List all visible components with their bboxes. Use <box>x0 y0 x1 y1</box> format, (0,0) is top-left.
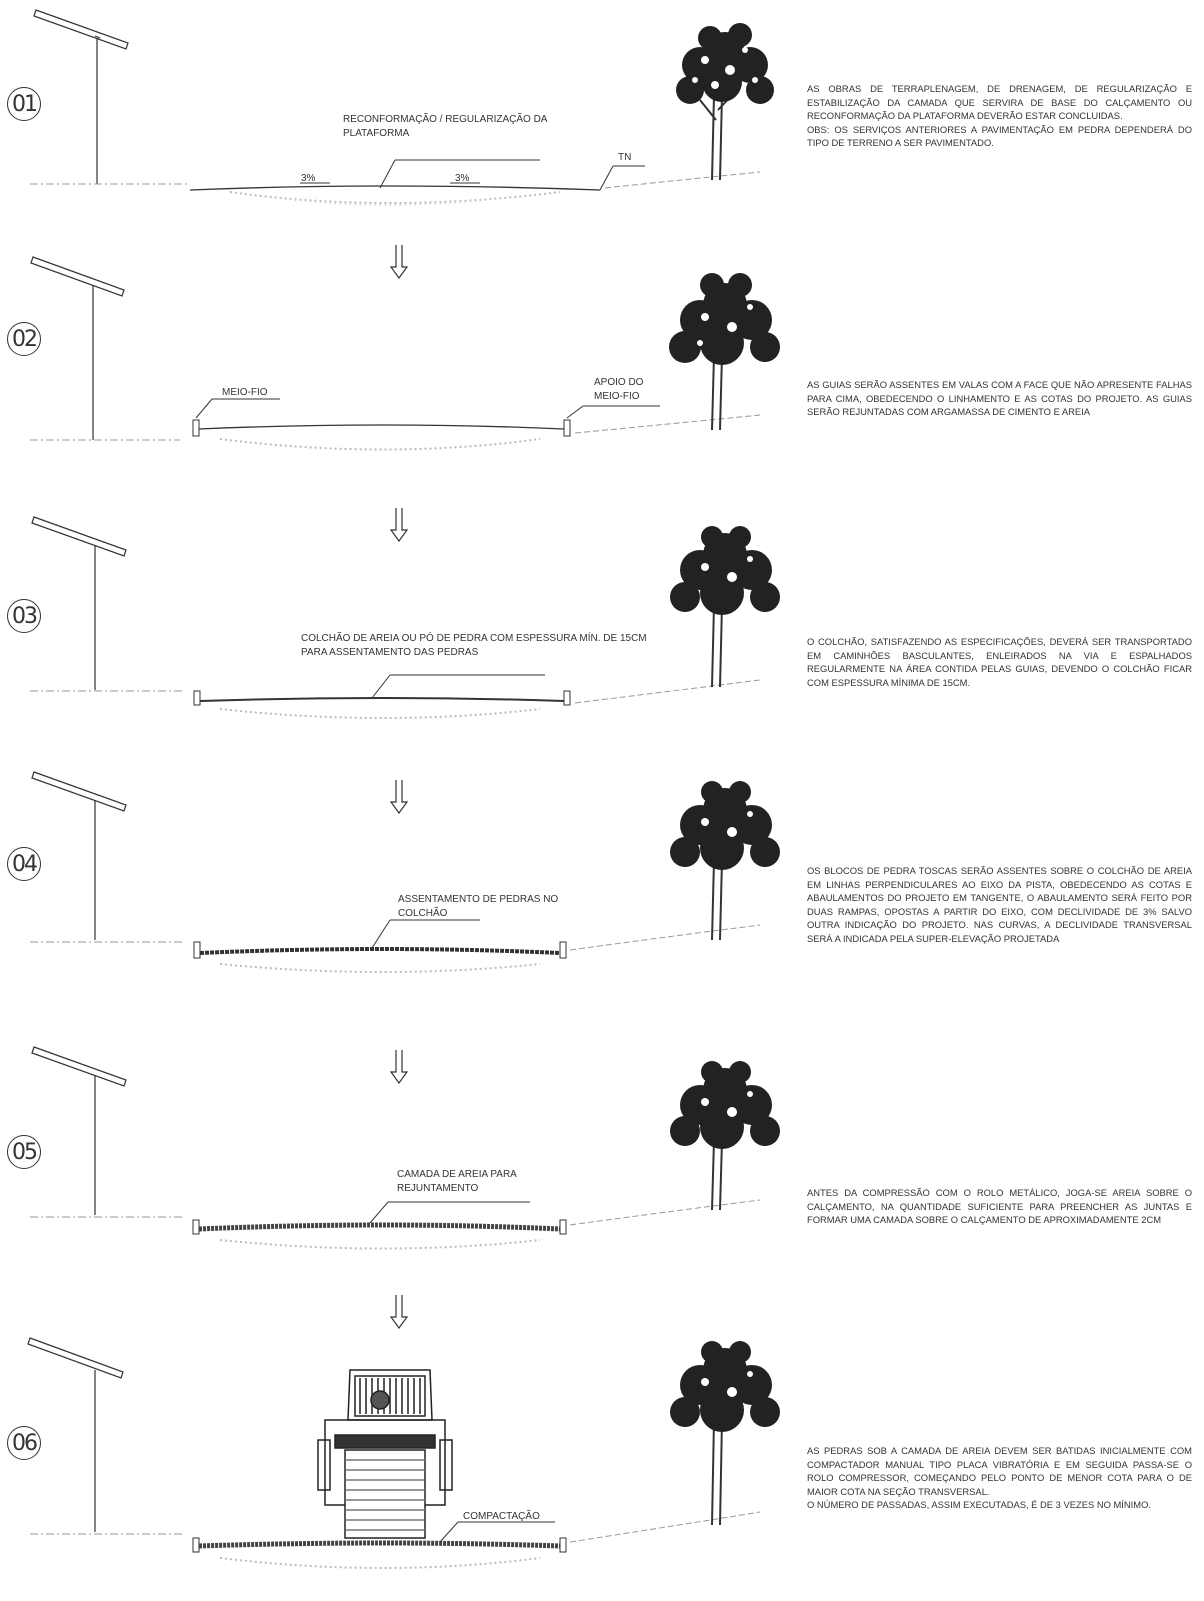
step-number: 04 <box>7 847 41 881</box>
step-description: AS PEDRAS SOB A CAMADA DE AREIA DEVEM SE… <box>807 1444 1192 1512</box>
section-drawing-06 <box>27 1337 780 1569</box>
step-06: 06 COMPACTAÇÃO AS PEDRAS SOB A CAMADA DE… <box>0 1320 1204 1601</box>
step-description: OS BLOCOS DE PEDRA TOSCAS SERÃO ASSENTES… <box>807 864 1192 946</box>
step-description: O COLCHÃO, SATISFAZENDO AS ESPECIFICAÇÕE… <box>807 635 1192 689</box>
step-05: 05 CAMADA DE AREIA PARA REJUNTAMENTO ANT… <box>0 1045 1204 1275</box>
section-drawing-04 <box>30 771 780 973</box>
description-text: OS BLOCOS DE PEDRA TOSCAS SERÃO ASSENTES… <box>807 865 1192 944</box>
step-description: ANTES DA COMPRESSÃO COM O ROLO METÁLICO,… <box>807 1186 1192 1227</box>
step-description: AS OBRAS DE TERRAPLENAGEM, DE DRENAGEM, … <box>807 82 1192 150</box>
street-lamp <box>31 516 127 690</box>
description-text: AS PEDRAS SOB A CAMADA DE AREIA DEVEM SE… <box>807 1445 1192 1497</box>
road-roller-illustration <box>317 1369 453 1539</box>
description-text: ANTES DA COMPRESSÃO COM O ROLO METÁLICO,… <box>807 1187 1192 1226</box>
description-text: O COLCHÃO, SATISFAZENDO AS ESPECIFICAÇÕE… <box>807 636 1192 688</box>
street-lamp <box>33 9 129 184</box>
description-text: AS OBRAS DE TERRAPLENAGEM, DE DRENAGEM, … <box>807 83 1192 122</box>
label-tn: TN <box>618 152 632 163</box>
street-lamp <box>31 771 127 940</box>
tree-illustration <box>670 526 780 688</box>
step-04: 04 ASSENTAMENTO DE PEDRAS NO COLCHÃO OS … <box>0 770 1204 1010</box>
down-arrow-icon <box>389 780 409 814</box>
down-arrow-icon <box>389 1050 409 1084</box>
label-apoio-meio-fio: APOIO DO MEIO-FIO <box>594 377 644 402</box>
step-number: 03 <box>7 599 41 633</box>
step-number: 02 <box>7 322 41 356</box>
label-compactacao: COMPACTAÇÃO <box>463 1511 540 1522</box>
step-number: 01 <box>7 87 41 121</box>
label-slope-right: 3% <box>455 173 470 184</box>
street-lamp <box>27 1337 124 1532</box>
street-lamp <box>31 1046 127 1215</box>
step-description: AS GUIAS SERÃO ASSENTES EM VALAS COM A F… <box>807 378 1192 419</box>
down-arrow-icon <box>389 245 409 279</box>
step-01: 01 RECONFORMAÇÃO / REGULARIZAÇÃO DA PLAT… <box>0 0 1204 230</box>
label-camada-areia: CAMADA DE AREIA PARA REJUNTAMENTO <box>397 1169 517 1194</box>
platform-line <box>189 185 601 191</box>
description-note: O NÚMERO DE PASSADAS, ASSIM EXECUTADAS, … <box>807 1499 1151 1511</box>
label-assentamento: ASSENTAMENTO DE PEDRAS NO COLCHÃO <box>398 894 559 919</box>
tree-illustration <box>676 23 774 181</box>
street-lamp <box>30 256 125 440</box>
down-arrow-icon <box>389 508 409 542</box>
tree-illustration <box>670 1341 780 1526</box>
label-meio-fio: MEIO-FIO <box>222 387 268 398</box>
section-drawing-02 <box>30 256 780 451</box>
section-drawing-05 <box>30 1046 780 1250</box>
step-number: 06 <box>7 1426 41 1460</box>
tree-illustration <box>670 1061 780 1211</box>
tree-illustration <box>669 273 780 431</box>
label-slope-left: 3% <box>301 173 316 184</box>
tree-illustration <box>670 781 780 941</box>
step-number: 05 <box>7 1135 41 1169</box>
section-drawing-01 <box>30 9 774 206</box>
section-drawing-03 <box>30 516 780 719</box>
description-text: AS GUIAS SERÃO ASSENTES EM VALAS COM A F… <box>807 379 1192 418</box>
down-arrow-icon <box>389 1295 409 1329</box>
step-03: 03 COLCHÃO DE AREIA OU PÓ DE PEDRA COM E… <box>0 515 1204 745</box>
step-02: 02 MEIO-FIO APOIO DO MEIO-FIO AS GUIAS S… <box>0 255 1204 485</box>
label-colchao: COLCHÃO DE AREIA OU PÓ DE PEDRA COM ESPE… <box>301 633 647 658</box>
label-reconformacao: RECONFORMAÇÃO / REGULARIZAÇÃO DA PLATAFO… <box>343 114 547 139</box>
description-note: OBS: OS SERVIÇOS ANTERIORES A PAVIMENTAÇ… <box>807 123 1192 149</box>
